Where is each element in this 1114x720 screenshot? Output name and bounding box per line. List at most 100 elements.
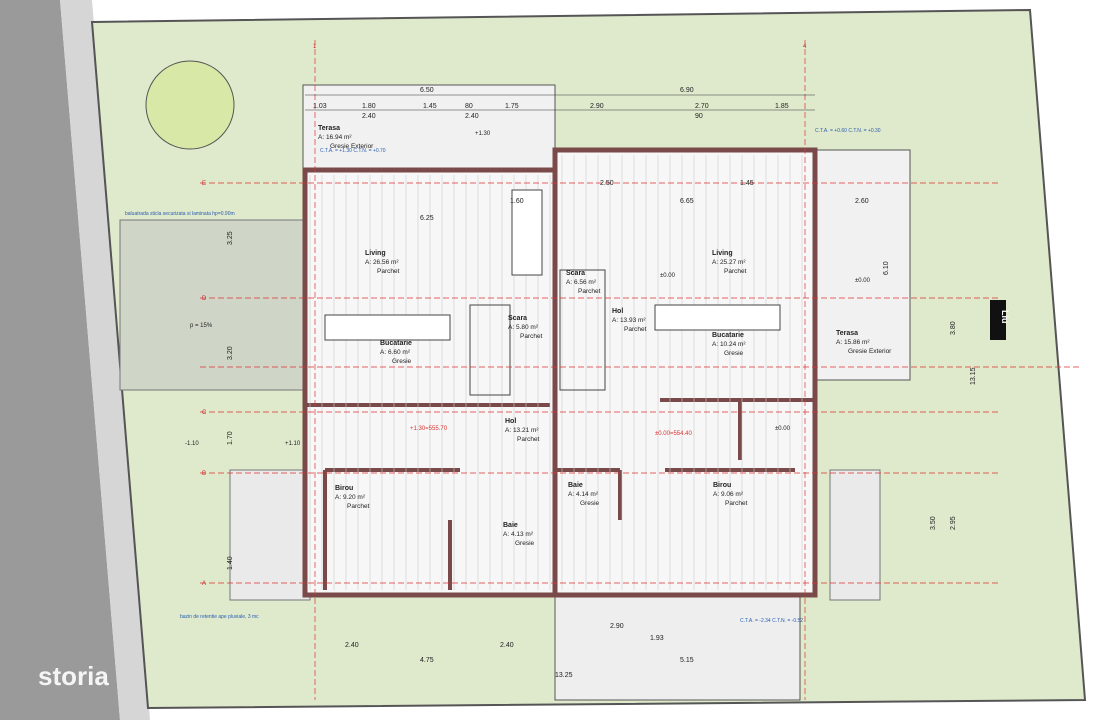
svg-text:6.90: 6.90 bbox=[680, 87, 694, 94]
svg-text:1.60: 1.60 bbox=[510, 198, 524, 205]
room-floor: Parchet bbox=[724, 268, 747, 275]
room-name: Scara bbox=[566, 270, 585, 277]
svg-text:3.20: 3.20 bbox=[227, 346, 234, 360]
room-label: Baie A: 4.14 m² Gresie bbox=[568, 482, 600, 507]
room-name: Hol bbox=[505, 418, 516, 425]
svg-text:1.85: 1.85 bbox=[775, 103, 789, 110]
svg-text:1.70: 1.70 bbox=[227, 431, 234, 445]
svg-text:2.40: 2.40 bbox=[465, 113, 479, 120]
room-floor: Parchet bbox=[624, 326, 647, 333]
room-floor: Gresie bbox=[392, 358, 412, 365]
svg-text:2.70: 2.70 bbox=[695, 103, 709, 110]
entry-steps bbox=[229, 469, 311, 601]
svg-text:+1.30=555.70: +1.30=555.70 bbox=[410, 426, 448, 432]
room-floor: Parchet bbox=[377, 268, 400, 275]
svg-text:baluatrada sticla securizata s: baluatrada sticla securizata si laminata… bbox=[125, 211, 235, 217]
room-floor: Gresie bbox=[580, 500, 600, 507]
svg-text:1.45: 1.45 bbox=[740, 180, 754, 187]
svg-text:2.50: 2.50 bbox=[600, 180, 614, 187]
room-name: Scara bbox=[508, 315, 527, 322]
svg-text:1: 1 bbox=[313, 44, 317, 50]
svg-text:2.40: 2.40 bbox=[345, 642, 359, 649]
svg-text:2.40: 2.40 bbox=[362, 113, 376, 120]
svg-text:A: A bbox=[202, 581, 206, 587]
axis-labels: E D C B A 1 4 bbox=[202, 44, 807, 587]
svg-text:4.75: 4.75 bbox=[420, 657, 434, 664]
room-floor: Parchet bbox=[520, 333, 543, 340]
street-label: Liu bbox=[1000, 310, 1010, 324]
terrace-top bbox=[302, 84, 556, 171]
room-area: A: 9.20 m² bbox=[335, 494, 366, 501]
room-area: A: 9.06 m² bbox=[713, 491, 744, 498]
room-name: Living bbox=[712, 250, 733, 257]
svg-text:C.T.A. = +0.60 C.T.N. = +0.30: C.T.A. = +0.60 C.T.N. = +0.30 bbox=[815, 128, 881, 134]
room-name: Bucatarie bbox=[712, 332, 744, 339]
svg-text:+1.30: +1.30 bbox=[475, 131, 491, 137]
svg-text:5.15: 5.15 bbox=[680, 657, 694, 664]
room-label: Scara A: 5.80 m² Parchet bbox=[508, 315, 543, 340]
room-floor: Gresie Exterior bbox=[848, 348, 892, 355]
svg-text:1.93: 1.93 bbox=[650, 635, 664, 642]
room-name: Terasa bbox=[836, 330, 858, 337]
svg-text:1.75: 1.75 bbox=[505, 103, 519, 110]
svg-text:6.65: 6.65 bbox=[680, 198, 694, 205]
stairs-left bbox=[469, 304, 511, 396]
room-label: Baie A: 4.13 m² Gresie bbox=[503, 522, 535, 547]
svg-text:6.50: 6.50 bbox=[420, 87, 434, 94]
svg-text:2.60: 2.60 bbox=[855, 198, 869, 205]
room-floor: Gresie Exterior bbox=[330, 143, 374, 150]
room-area: A: 16.94 m² bbox=[318, 134, 352, 141]
svg-text:C: C bbox=[202, 410, 207, 416]
room-floor: Parchet bbox=[347, 503, 370, 510]
room-floor: Parchet bbox=[578, 288, 601, 295]
svg-text:1.03: 1.03 bbox=[313, 103, 327, 110]
svg-text:1.45: 1.45 bbox=[423, 103, 437, 110]
svg-text:80: 80 bbox=[465, 103, 473, 110]
room-area: A: 4.14 m² bbox=[568, 491, 599, 498]
svg-text:4: 4 bbox=[803, 44, 807, 50]
svg-text:E: E bbox=[202, 181, 206, 187]
svg-text:2.90: 2.90 bbox=[590, 103, 604, 110]
room-label: Scara A: 6.56 m² Parchet bbox=[566, 270, 601, 295]
svg-text:±0.00: ±0.00 bbox=[660, 273, 676, 279]
sidewalk bbox=[60, 0, 150, 720]
room-area: A: 13.93 m² bbox=[612, 317, 646, 324]
svg-text:1.40: 1.40 bbox=[227, 556, 234, 570]
svg-text:+1.10: +1.10 bbox=[285, 441, 301, 447]
street-label-box bbox=[990, 300, 1006, 340]
steps-right bbox=[829, 469, 881, 601]
road bbox=[0, 0, 120, 720]
grid-axes bbox=[200, 40, 1080, 700]
room-area: A: 6.60 m² bbox=[380, 349, 411, 356]
paved-area bbox=[119, 219, 306, 391]
room-area: A: 4.13 m² bbox=[503, 531, 534, 538]
svg-text:C.T.A. = -2.34 C.T.N. = -0.52: C.T.A. = -2.34 C.T.N. = -0.52 bbox=[740, 618, 803, 624]
room-name: Baie bbox=[568, 482, 583, 489]
sofa-left bbox=[511, 189, 543, 276]
room-name: Birou bbox=[335, 485, 353, 492]
svg-text:B: B bbox=[202, 471, 206, 477]
stairs-right bbox=[559, 269, 606, 391]
room-area: A: 5.80 m² bbox=[508, 324, 539, 331]
dimension-texts: 6.50 6.90 1.03 1.80 1.45 80 1.75 2.90 2.… bbox=[227, 87, 977, 679]
svg-text:6.25: 6.25 bbox=[420, 215, 434, 222]
room-area: A: 6.56 m² bbox=[566, 279, 597, 286]
kitchen-island-left bbox=[324, 314, 451, 341]
room-name: Living bbox=[365, 250, 386, 257]
room-name: Baie bbox=[503, 522, 518, 529]
svg-text:3.50: 3.50 bbox=[930, 516, 937, 530]
svg-text:D: D bbox=[202, 296, 207, 302]
room-floor: Gresie bbox=[515, 540, 535, 547]
dimensions-top bbox=[305, 94, 815, 111]
room-floor: Parchet bbox=[517, 436, 540, 443]
svg-text:±0.00=554.40: ±0.00=554.40 bbox=[655, 431, 692, 437]
svg-text:2.95: 2.95 bbox=[950, 516, 957, 530]
